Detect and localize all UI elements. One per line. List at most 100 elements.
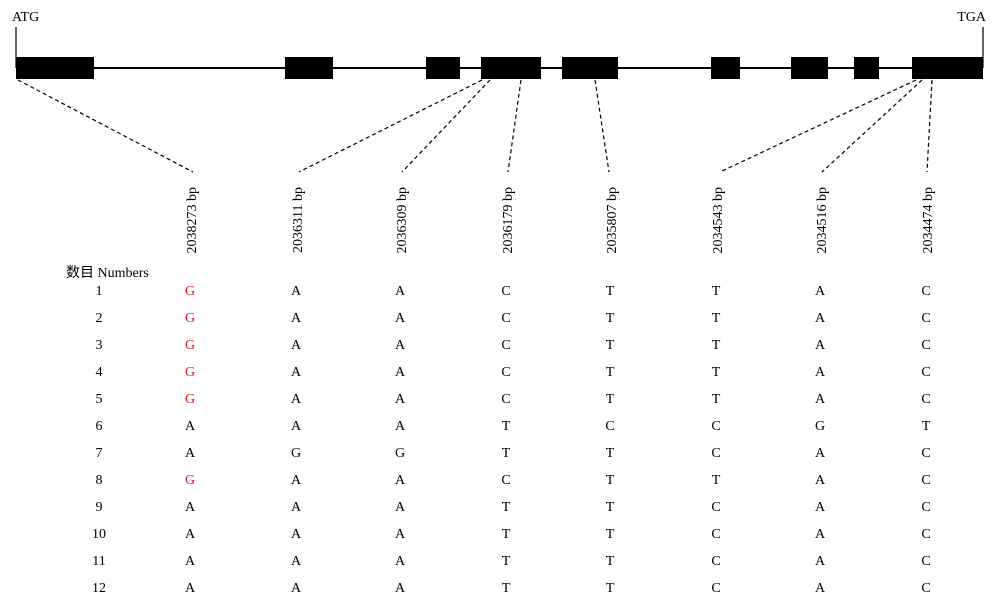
exon-6 <box>711 57 740 79</box>
base-cell: C <box>921 284 930 299</box>
connector-3 <box>401 79 491 173</box>
base-cell: C <box>921 581 930 596</box>
base-cell: C <box>921 365 930 380</box>
base-cell: A <box>291 527 302 542</box>
position-label-8: 2034474 bp <box>921 187 936 254</box>
base-cell: A <box>291 365 302 380</box>
exon-8 <box>854 57 879 79</box>
base-cell: A <box>395 365 406 380</box>
gene-structure: ATG TGA <box>12 10 987 79</box>
stop-codon-label: TGA <box>957 10 987 25</box>
base-cell: A <box>395 473 406 488</box>
connector-7 <box>821 79 923 173</box>
base-cell: T <box>502 581 511 596</box>
base-cell: A <box>815 284 826 299</box>
row-number: 11 <box>92 554 105 569</box>
row-number: 4 <box>96 365 103 380</box>
base-cell: A <box>185 500 196 515</box>
base-cell: G <box>185 365 195 380</box>
base-cell: G <box>185 284 195 299</box>
base-cell: A <box>395 554 406 569</box>
base-cell: C <box>501 311 510 326</box>
exon-4 <box>481 57 541 79</box>
position-label-4: 2036179 bp <box>501 187 516 254</box>
base-cell: A <box>291 338 302 353</box>
base-cell: G <box>815 419 825 434</box>
base-cell: C <box>501 473 510 488</box>
base-cell: C <box>711 419 720 434</box>
base-cell: A <box>291 500 302 515</box>
base-cell: G <box>185 338 195 353</box>
row-number: 7 <box>96 446 103 461</box>
base-cell: A <box>185 554 196 569</box>
position-label-5: 2035807 bp <box>605 187 620 254</box>
position-label-1: 2038273 bp <box>185 187 200 254</box>
base-cell: T <box>606 338 615 353</box>
base-cell: C <box>711 581 720 596</box>
base-cell: A <box>815 500 826 515</box>
base-cell: G <box>185 392 195 407</box>
base-cell: C <box>921 554 930 569</box>
exon-7 <box>791 57 828 79</box>
row-header: 数目 Numbers <box>66 265 149 281</box>
base-cell: A <box>815 581 826 596</box>
row-number: 3 <box>96 338 103 353</box>
base-cell: T <box>606 284 615 299</box>
base-cell: C <box>711 500 720 515</box>
base-cell: A <box>395 338 406 353</box>
base-cell: T <box>712 473 721 488</box>
base-cell: C <box>711 554 720 569</box>
row-number: 8 <box>96 473 103 488</box>
base-cell: A <box>395 581 406 596</box>
snp-connectors <box>17 79 933 173</box>
base-cell: T <box>712 365 721 380</box>
connector-4 <box>507 79 522 173</box>
base-cell: T <box>606 473 615 488</box>
row-number: 12 <box>92 581 106 596</box>
exon-9 <box>912 57 983 79</box>
row-number: 6 <box>96 419 103 434</box>
start-codon-label: ATG <box>12 10 39 25</box>
base-cell: C <box>921 392 930 407</box>
position-label-7: 2034516 bp <box>815 187 830 254</box>
base-cell: T <box>606 527 615 542</box>
base-cell: T <box>712 284 721 299</box>
base-cell: T <box>606 581 615 596</box>
base-cell: A <box>815 392 826 407</box>
base-cell: T <box>606 446 615 461</box>
base-cell: A <box>291 311 302 326</box>
base-cell: T <box>606 554 615 569</box>
base-cell: A <box>291 392 302 407</box>
base-cell: A <box>395 419 406 434</box>
base-cell: A <box>395 527 406 542</box>
base-cell: C <box>501 338 510 353</box>
base-cell: A <box>291 473 302 488</box>
base-cell: A <box>291 284 302 299</box>
base-cell: C <box>921 500 930 515</box>
base-cell: A <box>815 365 826 380</box>
base-cell: C <box>921 338 930 353</box>
position-label-2: 2036311 bp <box>291 187 306 253</box>
base-cell: C <box>711 527 720 542</box>
row-number: 2 <box>96 311 103 326</box>
base-cell: A <box>815 527 826 542</box>
base-cell: T <box>502 554 511 569</box>
base-cell: T <box>606 365 615 380</box>
base-cell: T <box>502 500 511 515</box>
base-cell: G <box>291 446 301 461</box>
position-label-6: 2034543 bp <box>711 187 726 254</box>
base-cell: A <box>185 527 196 542</box>
row-number: 5 <box>96 392 103 407</box>
base-cell: A <box>185 446 196 461</box>
